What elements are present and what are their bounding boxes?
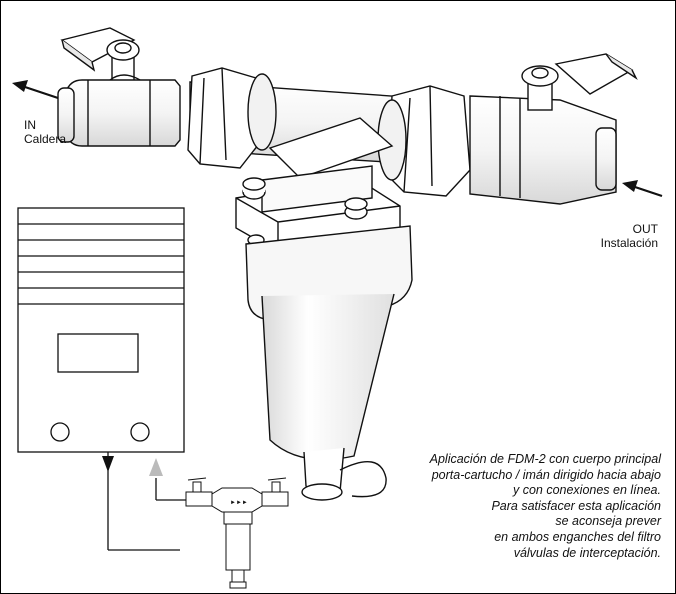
supply-down-arrow — [102, 456, 114, 472]
filter-bowl — [245, 225, 413, 501]
filter-head-tee — [187, 67, 471, 258]
caption-line: se aconseja prever — [555, 514, 661, 529]
in-flow-arrow — [12, 80, 59, 100]
boiler-knob-left — [50, 422, 70, 442]
caption-line: porta-cartucho / imán dirigido hacia aba… — [431, 467, 661, 482]
boiler-return-line — [155, 478, 186, 501]
left-ball-valve — [57, 27, 181, 147]
in-label-line1: IN — [24, 118, 36, 132]
out-label-line1: OUT — [632, 222, 658, 236]
caption-line: válvulas de interceptación. — [513, 545, 661, 560]
caption-line: en ambos enganches del filtro — [494, 529, 661, 544]
out-flow-arrow — [622, 180, 663, 198]
out-label-line2: Instalación — [600, 236, 658, 250]
return-up-arrow — [149, 458, 163, 476]
application-caption: Aplicación de FDM-2 con cuerpo principal… — [361, 452, 661, 561]
out-label: OUT Instalación — [601, 222, 658, 250]
caption-line: y con conexiones en línea. — [512, 483, 661, 498]
in-label-line2: Caldera — [24, 132, 67, 146]
caption-line: Aplicación de FDM-2 con cuerpo principal — [429, 452, 661, 466]
boiler-unit — [17, 207, 185, 453]
caption-line: Para satisfacer esta aplicación — [491, 498, 661, 513]
in-label: IN Caldera — [24, 118, 66, 146]
boiler-supply-line — [107, 452, 180, 551]
boiler-knob-right — [130, 422, 150, 442]
small-filter-assembly: ►►► — [185, 477, 289, 589]
boiler-display — [57, 333, 139, 373]
right-ball-valve — [469, 53, 638, 205]
svg-text:►►►: ►►► — [230, 500, 248, 506]
